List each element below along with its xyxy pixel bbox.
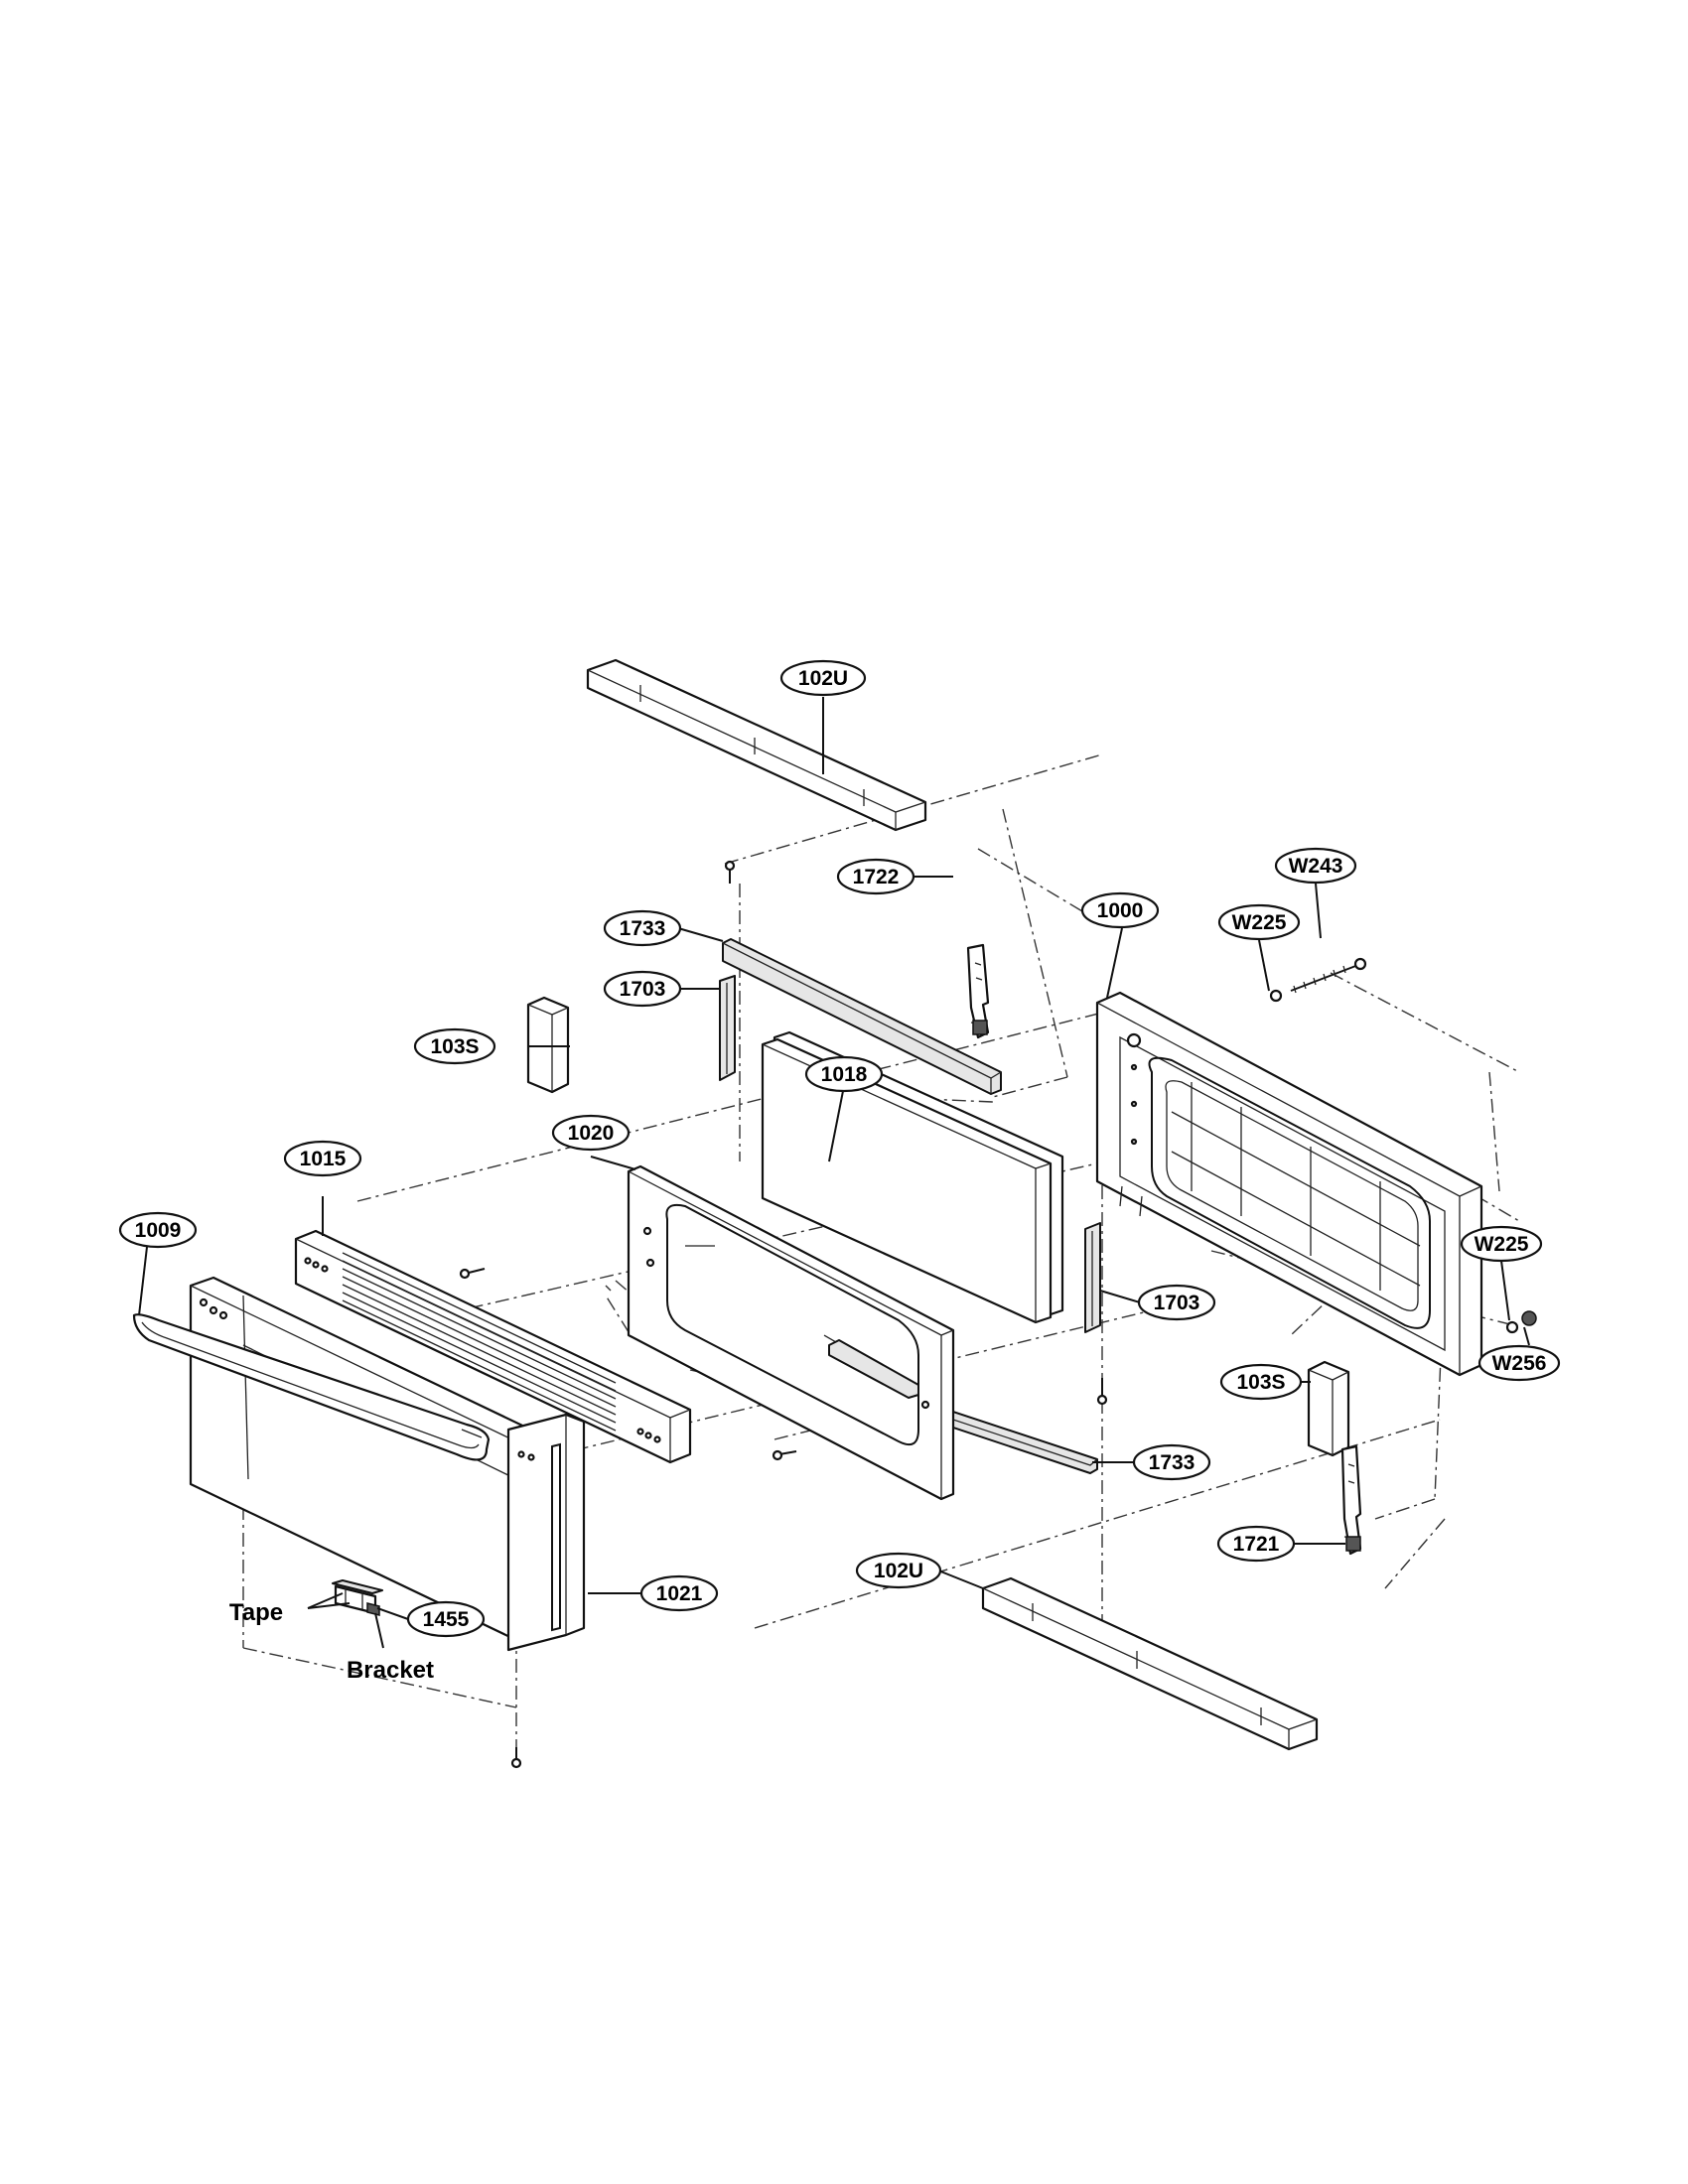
svg-text:1000: 1000 [1097, 899, 1144, 922]
hardware-top-right [1269, 957, 1537, 1334]
callout-1722: 1722 [836, 858, 915, 895]
svg-text:W225: W225 [1475, 1233, 1529, 1256]
callout-1455: 1455 [406, 1600, 486, 1638]
svg-text:1455: 1455 [423, 1608, 470, 1631]
hinge-1722 [966, 943, 990, 1039]
strip-1703-left [719, 975, 736, 1081]
hinge-1721 [1340, 1444, 1362, 1556]
callout-1733-top: 1733 [603, 909, 682, 947]
callout-1018: 1018 [804, 1055, 884, 1093]
svg-text:1733: 1733 [1149, 1451, 1196, 1474]
callout-1703-left: 1703 [603, 970, 682, 1008]
svg-text:103S: 103S [1236, 1371, 1285, 1394]
vent-trim-1015 [294, 1229, 692, 1464]
callout-103s-left: 103S [413, 1027, 496, 1065]
svg-text:102U: 102U [798, 667, 848, 690]
callout-103s-right: 103S [1219, 1363, 1303, 1401]
svg-text:W256: W256 [1492, 1352, 1547, 1375]
callout-w256: W256 [1477, 1344, 1561, 1382]
svg-text:1721: 1721 [1233, 1533, 1280, 1556]
callout-w243: W243 [1274, 847, 1357, 885]
callout-102u-bottom: 102U [855, 1552, 942, 1589]
svg-text:1009: 1009 [135, 1219, 182, 1242]
callout-102u-top: 102U [779, 659, 867, 697]
svg-text:1703: 1703 [1154, 1292, 1200, 1314]
callout-1021: 1021 [639, 1574, 719, 1612]
handle-1009 [132, 1313, 491, 1461]
bracket-label: Bracket [347, 1657, 434, 1684]
side-trim-1021 [506, 1413, 586, 1652]
svg-text:1703: 1703 [620, 978, 666, 1001]
door-frame-1000 [1095, 991, 1483, 1377]
callout-w225-top: W225 [1217, 903, 1301, 941]
callout-1733-bottom: 1733 [1132, 1443, 1211, 1481]
svg-text:1018: 1018 [821, 1063, 868, 1086]
callout-1015: 1015 [283, 1140, 362, 1177]
tape-label: Tape [229, 1599, 283, 1626]
callout-1721: 1721 [1216, 1525, 1296, 1563]
callout-1703-right: 1703 [1137, 1284, 1216, 1321]
strip-1703-right [1084, 1222, 1101, 1333]
callout-1009: 1009 [118, 1211, 198, 1249]
block-103s-right [1307, 1360, 1350, 1457]
trim-1733-top [722, 938, 1002, 1095]
callout-w225-right: W225 [1460, 1225, 1543, 1263]
svg-text:W225: W225 [1232, 911, 1287, 934]
svg-text:1733: 1733 [620, 917, 666, 940]
glass-1018 [761, 1030, 1064, 1324]
bracket-1455 [332, 1579, 383, 1616]
foam-block-bottom [981, 1576, 1319, 1751]
svg-text:1021: 1021 [656, 1582, 703, 1605]
svg-text:102U: 102U [874, 1560, 923, 1582]
svg-text:W243: W243 [1289, 855, 1343, 878]
block-103s-left [526, 996, 570, 1094]
callout-1020: 1020 [551, 1114, 631, 1152]
screws [459, 860, 1108, 1769]
door-panel-1020 [627, 1164, 955, 1501]
foam-block-top [586, 658, 927, 832]
svg-text:1015: 1015 [300, 1148, 347, 1170]
callout-1000: 1000 [1080, 891, 1160, 929]
svg-text:1020: 1020 [568, 1122, 615, 1145]
leader-lines [138, 697, 1530, 1649]
svg-text:1722: 1722 [853, 866, 900, 888]
svg-text:103S: 103S [430, 1035, 479, 1058]
